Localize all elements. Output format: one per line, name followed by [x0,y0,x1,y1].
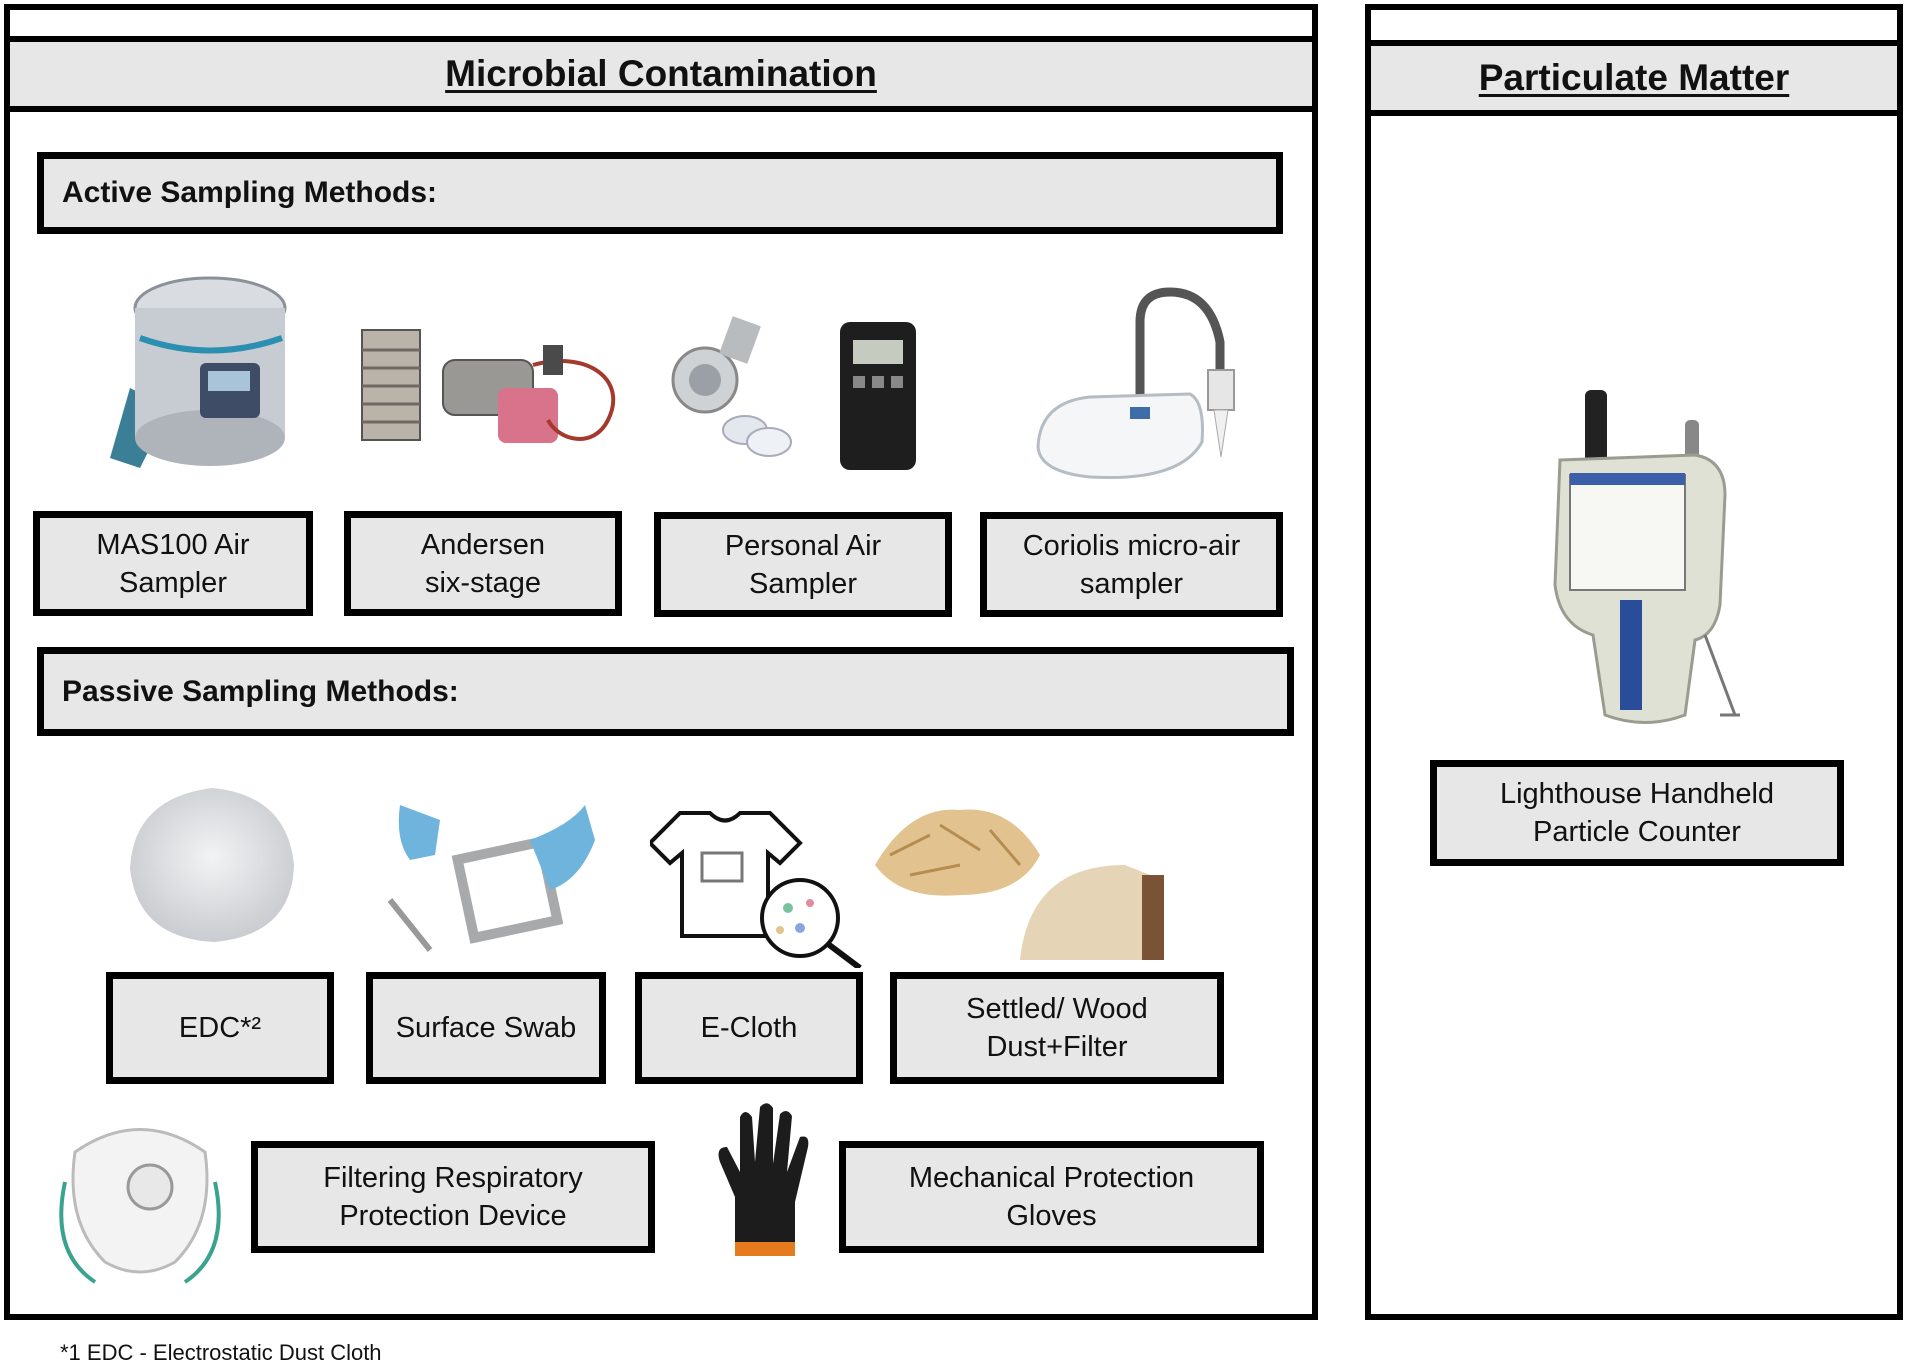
ppe-item-label-gloves: Mechanical Protection Gloves [839,1141,1264,1253]
microbial-title-bar: Microbial Contamination [10,36,1312,112]
respirator-mask-icon [59,1128,221,1284]
glove-icon [718,1103,809,1256]
active-item-label-coriolis: Coriolis micro-air sampler [980,512,1283,617]
particle-counter-icon [1553,390,1740,724]
active-item-label-personal: Personal Air Sampler [654,512,952,617]
coriolis-sampler-icon [1036,287,1235,480]
mas100-sampler-icon [110,276,287,468]
particulate-item-label: Lighthouse Handheld Particle Counter [1430,760,1844,866]
surface-swab-icon [387,805,595,952]
active-item-label-andersen: Andersen six-stage [344,511,622,616]
passive-item-label-ecloth: E-Cloth [635,972,863,1084]
passive-item-label-swab: Surface Swab [366,972,606,1084]
wood-dust-filter-icon [875,809,1164,960]
e-cloth-icon [650,811,862,968]
active-item-label-mas100: MAS100 Air Sampler [33,511,313,616]
particulate-title: Particulate Matter [1478,57,1790,98]
microbial-title: Microbial Contamination [445,53,877,94]
active-methods-heading: Active Sampling Methods: [37,152,1283,234]
footnote: *1 EDC - Electrostatic Dust Cloth [60,1340,382,1365]
personal-air-sampler-icon [671,316,916,470]
dust-cloth-icon [130,788,294,942]
passive-methods-heading: Passive Sampling Methods: [37,647,1294,736]
ppe-item-label-respirator: Filtering Respiratory Protection Device [251,1141,655,1253]
andersen-sampler-icon [361,329,616,443]
passive-item-label-wood-dust: Settled/ Wood Dust+Filter [890,972,1224,1084]
particulate-title-bar: Particulate Matter [1371,40,1897,116]
passive-item-label-edc: EDC*² [106,972,334,1084]
